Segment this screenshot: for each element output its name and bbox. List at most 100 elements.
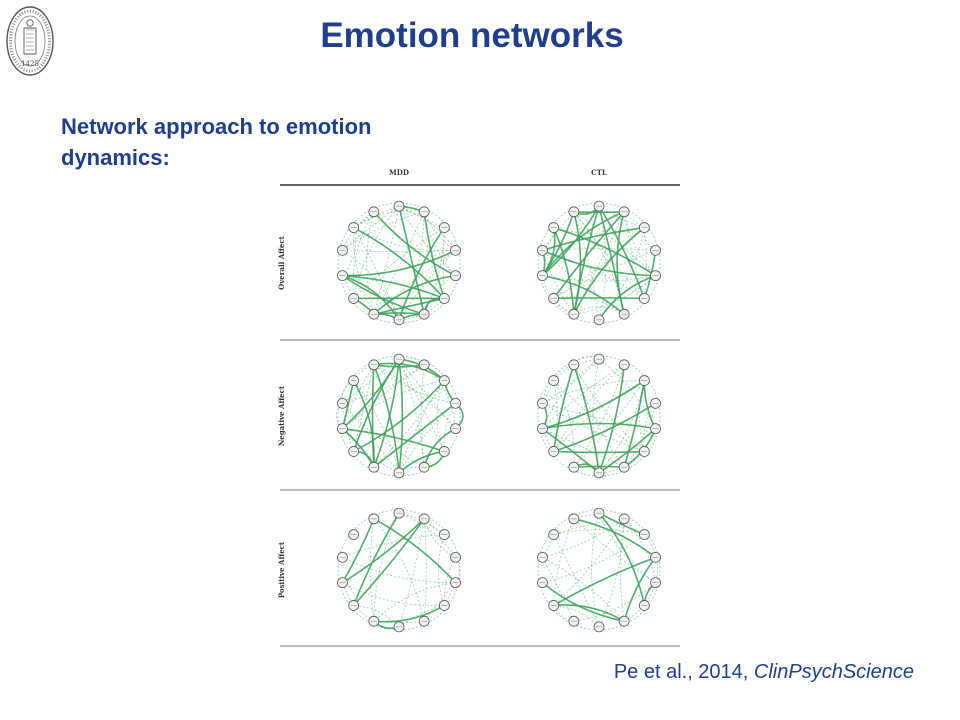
network-edge (342, 582, 445, 607)
network-edge (373, 364, 456, 429)
network-edge (373, 297, 445, 315)
network-edge (423, 227, 445, 315)
network-edge (353, 226, 445, 299)
network-edge (423, 518, 445, 535)
network-edge (342, 534, 445, 558)
network-edge (373, 402, 457, 468)
network-edge (542, 249, 656, 277)
column-header-mdd: MDD (389, 168, 409, 177)
network-edge (342, 274, 400, 321)
network-edge (553, 380, 558, 452)
network-edge (553, 296, 625, 315)
network-edge (643, 227, 647, 299)
network-edge (573, 582, 656, 622)
network-edge (598, 205, 646, 299)
network-edge (573, 211, 582, 315)
network-edge (542, 364, 574, 404)
network-edge (353, 227, 375, 315)
network-edge (373, 380, 445, 468)
network-edge (353, 211, 375, 228)
network-edge (373, 274, 456, 315)
network-edge (553, 297, 645, 300)
network-edge (373, 211, 456, 277)
network-edge (373, 359, 400, 468)
network-edge (598, 364, 625, 474)
network-edge (542, 556, 625, 622)
network-edge (623, 211, 645, 299)
network-edge (573, 512, 600, 520)
network-edge (552, 227, 575, 315)
network-edge (342, 250, 400, 320)
network-edge (553, 227, 645, 235)
citation: Pe et al., 2014, ClinPsychScience (614, 661, 914, 684)
row-label: Overall Affect (277, 235, 286, 289)
network-edge (353, 205, 400, 299)
seal-year-text: 1425 (21, 60, 39, 68)
network-edge (353, 518, 425, 606)
network-graph (335, 353, 464, 479)
network-edge (353, 364, 375, 452)
network-edge (353, 364, 374, 381)
network-edge (573, 364, 625, 468)
network-edge (398, 359, 404, 473)
network-edge (598, 358, 656, 429)
network-graph (337, 200, 461, 326)
column-header-ctl: CTL (591, 168, 607, 177)
network-edge (573, 211, 625, 315)
network-edge (553, 226, 656, 277)
network-edge (541, 428, 600, 474)
network-edge (373, 364, 456, 404)
network-edge (573, 364, 645, 452)
network-edge (443, 582, 456, 606)
network-edge (542, 211, 575, 251)
network-edge (623, 211, 656, 276)
network-edge (342, 403, 400, 474)
network-edge (573, 364, 625, 468)
network-edge (342, 364, 425, 404)
network-edge (598, 274, 656, 321)
network-edge (598, 513, 656, 583)
network-edge (373, 518, 425, 622)
network-edge (553, 518, 575, 606)
network-edge (398, 205, 456, 251)
network-edge (342, 518, 425, 584)
network-edge (542, 249, 645, 299)
network-edge (398, 358, 456, 429)
network-edge (373, 518, 457, 584)
network-edge (623, 556, 657, 622)
network-edge (573, 211, 656, 276)
network-graph (537, 200, 661, 326)
network-edge (423, 518, 427, 622)
network-edge (423, 211, 456, 276)
network-edge (342, 249, 456, 277)
network-edge (553, 518, 625, 535)
network-edge (353, 380, 445, 453)
network-edge (353, 210, 425, 228)
slide-title: Emotion networks (320, 16, 624, 55)
network-edge (542, 534, 555, 558)
network-edge (623, 211, 645, 228)
network-edge (542, 250, 625, 315)
network-edge (423, 364, 456, 429)
network-edge (373, 211, 425, 315)
network-edge (542, 358, 600, 429)
network-edge (598, 206, 607, 320)
network-edge (573, 211, 625, 315)
network-edge (342, 364, 375, 429)
network-edge (541, 211, 575, 277)
citation-authors: Pe et al., 2014, (613, 661, 749, 683)
network-edge (553, 402, 656, 453)
network-edge (616, 211, 625, 315)
network-graph (337, 507, 461, 633)
network-edge (553, 249, 656, 299)
network-graph (537, 507, 661, 633)
network-edge (443, 227, 445, 299)
network-edge (542, 428, 625, 468)
network-edge (553, 380, 645, 452)
network-edge (542, 274, 625, 315)
network-edge (353, 227, 445, 299)
network-edge (342, 275, 355, 299)
network-edge (542, 380, 645, 404)
network-edge (342, 364, 425, 429)
network-edge (423, 211, 446, 299)
